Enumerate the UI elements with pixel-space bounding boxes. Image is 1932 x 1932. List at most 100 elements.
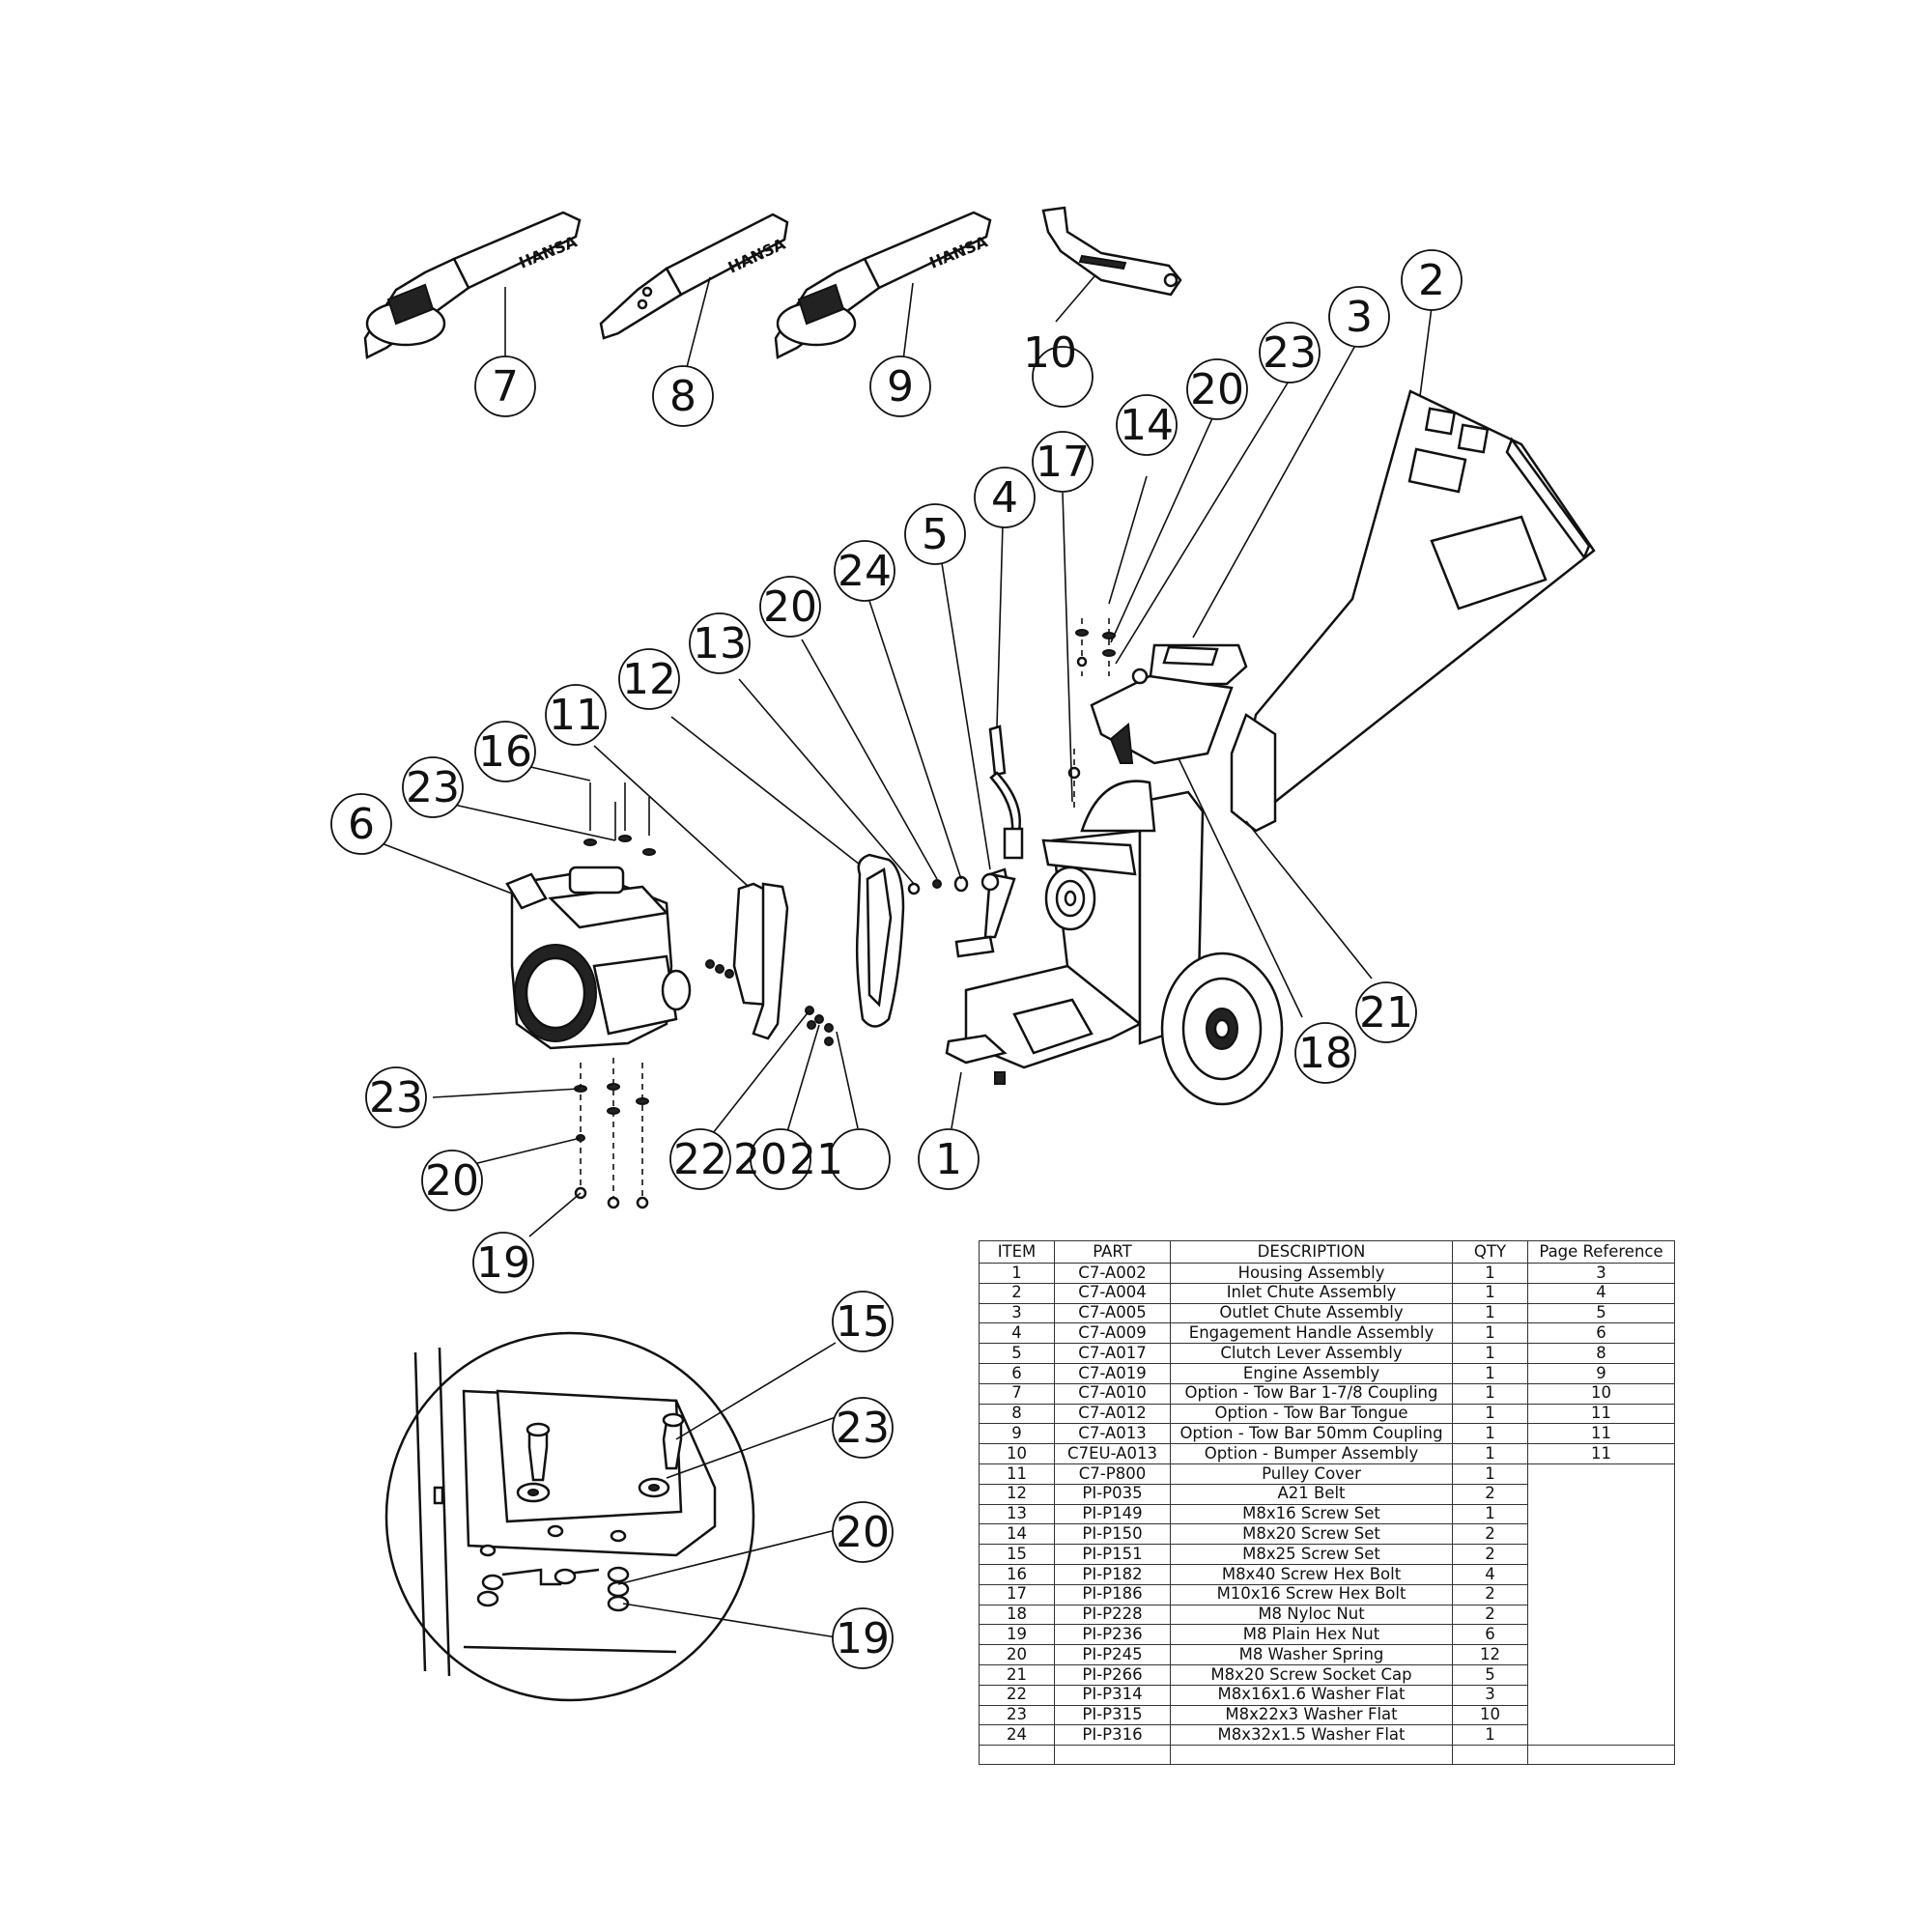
part-cell: C7-A009 (1054, 1322, 1171, 1345)
qty-cell: 10 (1452, 1704, 1528, 1726)
part-cell: PI-P236 (1054, 1624, 1171, 1646)
page-reference-cell: 11 (1527, 1423, 1675, 1445)
svg-text:13: 13 (693, 619, 747, 668)
description-cell: A21 Belt (1170, 1483, 1453, 1505)
clutch-hardware (907, 875, 969, 895)
svg-text:22: 22 (673, 1135, 727, 1184)
qty-cell: 12 (1452, 1644, 1528, 1665)
description-cell: Engine Assembly (1170, 1362, 1453, 1384)
header-qty: QTY (1452, 1240, 1528, 1264)
description-cell: M8 Washer Spring (1170, 1644, 1453, 1665)
qty-cell: 1 (1452, 1263, 1528, 1284)
tow-bar-50mm-coupling-9: HANSA (774, 211, 992, 359)
svg-text:10: 10 (1023, 328, 1077, 378)
callout-13: 13 (689, 612, 751, 674)
parts-list-table: ITEM PART DESCRIPTION QTY Page Reference… (979, 1240, 1675, 1766)
page-reference-cell: 10 (1527, 1382, 1675, 1405)
tow-bar-tongue-8: HANSA (599, 213, 788, 340)
part-cell: PI-P035 (1054, 1483, 1171, 1505)
item-cell: 1 (979, 1263, 1055, 1284)
description-cell: Pulley Cover (1170, 1463, 1453, 1485)
detail-view (384, 1331, 755, 1702)
qty-cell: 2 (1452, 1523, 1528, 1546)
svg-text:20: 20 (733, 1135, 787, 1184)
item-cell: 21 (979, 1663, 1055, 1686)
page-reference-cell (1527, 1664, 1675, 1686)
item-cell: 20 (979, 1644, 1055, 1665)
svg-text:11: 11 (549, 691, 603, 740)
page-reference-cell (1527, 1544, 1675, 1565)
qty-cell: 1 (1452, 1443, 1528, 1464)
qty-cell: 1 (1452, 1403, 1528, 1425)
item-cell: 12 (979, 1483, 1055, 1505)
qty-cell: 2 (1452, 1604, 1528, 1626)
page-reference-cell: 9 (1527, 1362, 1675, 1384)
callout-20d: 20 (421, 1150, 483, 1211)
callout-12: 12 (618, 648, 680, 710)
svg-text:20: 20 (763, 582, 817, 632)
svg-text:15: 15 (836, 1297, 890, 1347)
page-reference-cell: 4 (1527, 1282, 1675, 1304)
svg-text:5: 5 (922, 510, 949, 559)
qty-cell: 3 (1452, 1684, 1528, 1706)
empty-cell (1170, 1745, 1453, 1766)
part-cell: PI-P316 (1054, 1724, 1171, 1747)
engagement-handle-4 (988, 724, 1024, 900)
callout-2: 2 (1401, 249, 1463, 311)
page-reference-cell (1527, 1463, 1675, 1485)
callout-14: 14 (1116, 394, 1178, 456)
description-cell: Option - Bumper Assembly (1170, 1443, 1453, 1464)
svg-text:21: 21 (789, 1135, 843, 1184)
page-reference-cell (1527, 1685, 1675, 1706)
inlet-chute-2 (1230, 389, 1596, 833)
svg-text:23: 23 (1263, 328, 1317, 378)
item-cell: 5 (979, 1343, 1055, 1364)
qty-cell: 1 (1452, 1724, 1528, 1747)
callout-3: 3 (1328, 286, 1390, 348)
description-cell: Option - Tow Bar 1-7/8 Coupling (1170, 1382, 1453, 1405)
callout-16: 16 (474, 721, 536, 782)
description-cell: M8x22x3 Washer Flat (1170, 1704, 1453, 1726)
bumper-assembly-10 (1041, 206, 1182, 297)
page-reference-cell (1527, 1644, 1675, 1665)
item-cell: 17 (979, 1583, 1055, 1605)
callout-19b: 19 (832, 1607, 894, 1669)
svg-text:1: 1 (935, 1135, 962, 1184)
callout-1: 1 (918, 1128, 980, 1190)
part-cell: PI-P315 (1054, 1704, 1171, 1726)
svg-text:6: 6 (348, 800, 375, 849)
callout-4: 4 (974, 467, 1036, 528)
callout-18: 18 (1294, 1022, 1356, 1084)
item-cell: 8 (979, 1403, 1055, 1425)
description-cell: M8x25 Screw Set (1170, 1544, 1453, 1565)
description-cell: M8 Nyloc Nut (1170, 1604, 1453, 1626)
engine-assembly-6 (505, 866, 692, 1050)
description-cell: M8x20 Screw Socket Cap (1170, 1663, 1453, 1686)
table-header-row: ITEM PART DESCRIPTION QTY Page Reference (979, 1240, 1675, 1264)
page-reference-cell: 3 (1527, 1263, 1675, 1284)
callout-23b: 23 (402, 756, 464, 818)
part-cell: PI-P150 (1054, 1523, 1171, 1546)
description-cell: M8x16 Screw Set (1170, 1503, 1453, 1525)
description-cell: M10x16 Screw Hex Bolt (1170, 1583, 1453, 1605)
qty-cell: 1 (1452, 1343, 1528, 1364)
description-cell: M8x20 Screw Set (1170, 1523, 1453, 1546)
page-reference-cell: 8 (1527, 1343, 1675, 1364)
wheel (1160, 952, 1284, 1106)
qty-cell: 1 (1452, 1382, 1528, 1405)
part-cell: PI-P228 (1054, 1604, 1171, 1626)
callout-20c: 20 (733, 1128, 811, 1190)
svg-text:23: 23 (406, 763, 460, 812)
description-cell: M8 Plain Hex Nut (1170, 1624, 1453, 1646)
